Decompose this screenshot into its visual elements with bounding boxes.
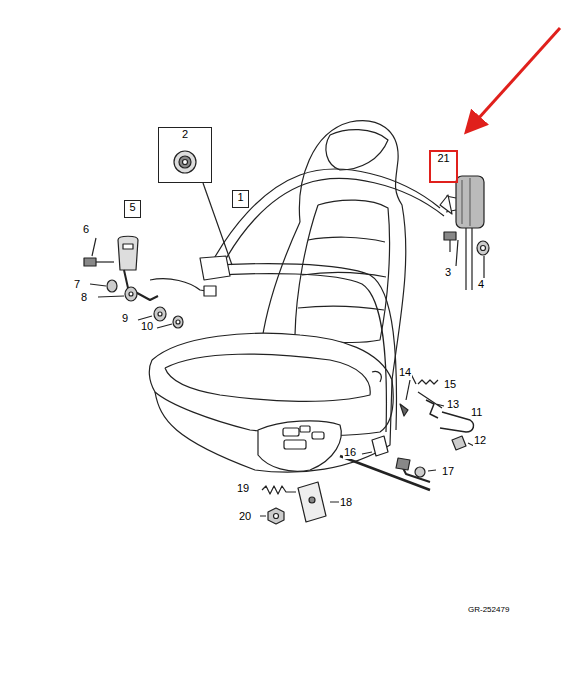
callout-number: 7 bbox=[73, 278, 81, 291]
callout-number: 1 bbox=[237, 191, 243, 204]
callout-number: 17 bbox=[441, 465, 455, 478]
highlight-box: 21 bbox=[429, 150, 458, 183]
callout-number: 5 bbox=[129, 201, 135, 214]
callout-number: 14 bbox=[398, 366, 412, 379]
callout-box: 5 bbox=[124, 200, 141, 218]
callout-number: 18 bbox=[339, 496, 353, 509]
callout-number: 10 bbox=[140, 320, 154, 333]
callout-number: 2 bbox=[182, 128, 188, 141]
callout-box: 2 bbox=[158, 127, 212, 183]
callout-number: 13 bbox=[446, 398, 460, 411]
callout-number: 11 bbox=[470, 406, 483, 419]
callout-number: 12 bbox=[473, 434, 487, 447]
callout-number: 20 bbox=[238, 510, 252, 523]
callout-number: 21 bbox=[437, 152, 449, 165]
callout-box: 1 bbox=[232, 190, 249, 208]
callout-number: 6 bbox=[82, 223, 90, 236]
callout-number: 4 bbox=[477, 278, 485, 291]
callout-number: 8 bbox=[80, 291, 88, 304]
callout-number: 16 bbox=[343, 446, 357, 459]
drawing-number: GR-252479 bbox=[467, 605, 510, 615]
callout-number: 3 bbox=[444, 266, 452, 279]
callout-number: 15 bbox=[443, 378, 457, 391]
callout-number: 9 bbox=[121, 312, 129, 325]
callout-number: 19 bbox=[236, 482, 250, 495]
